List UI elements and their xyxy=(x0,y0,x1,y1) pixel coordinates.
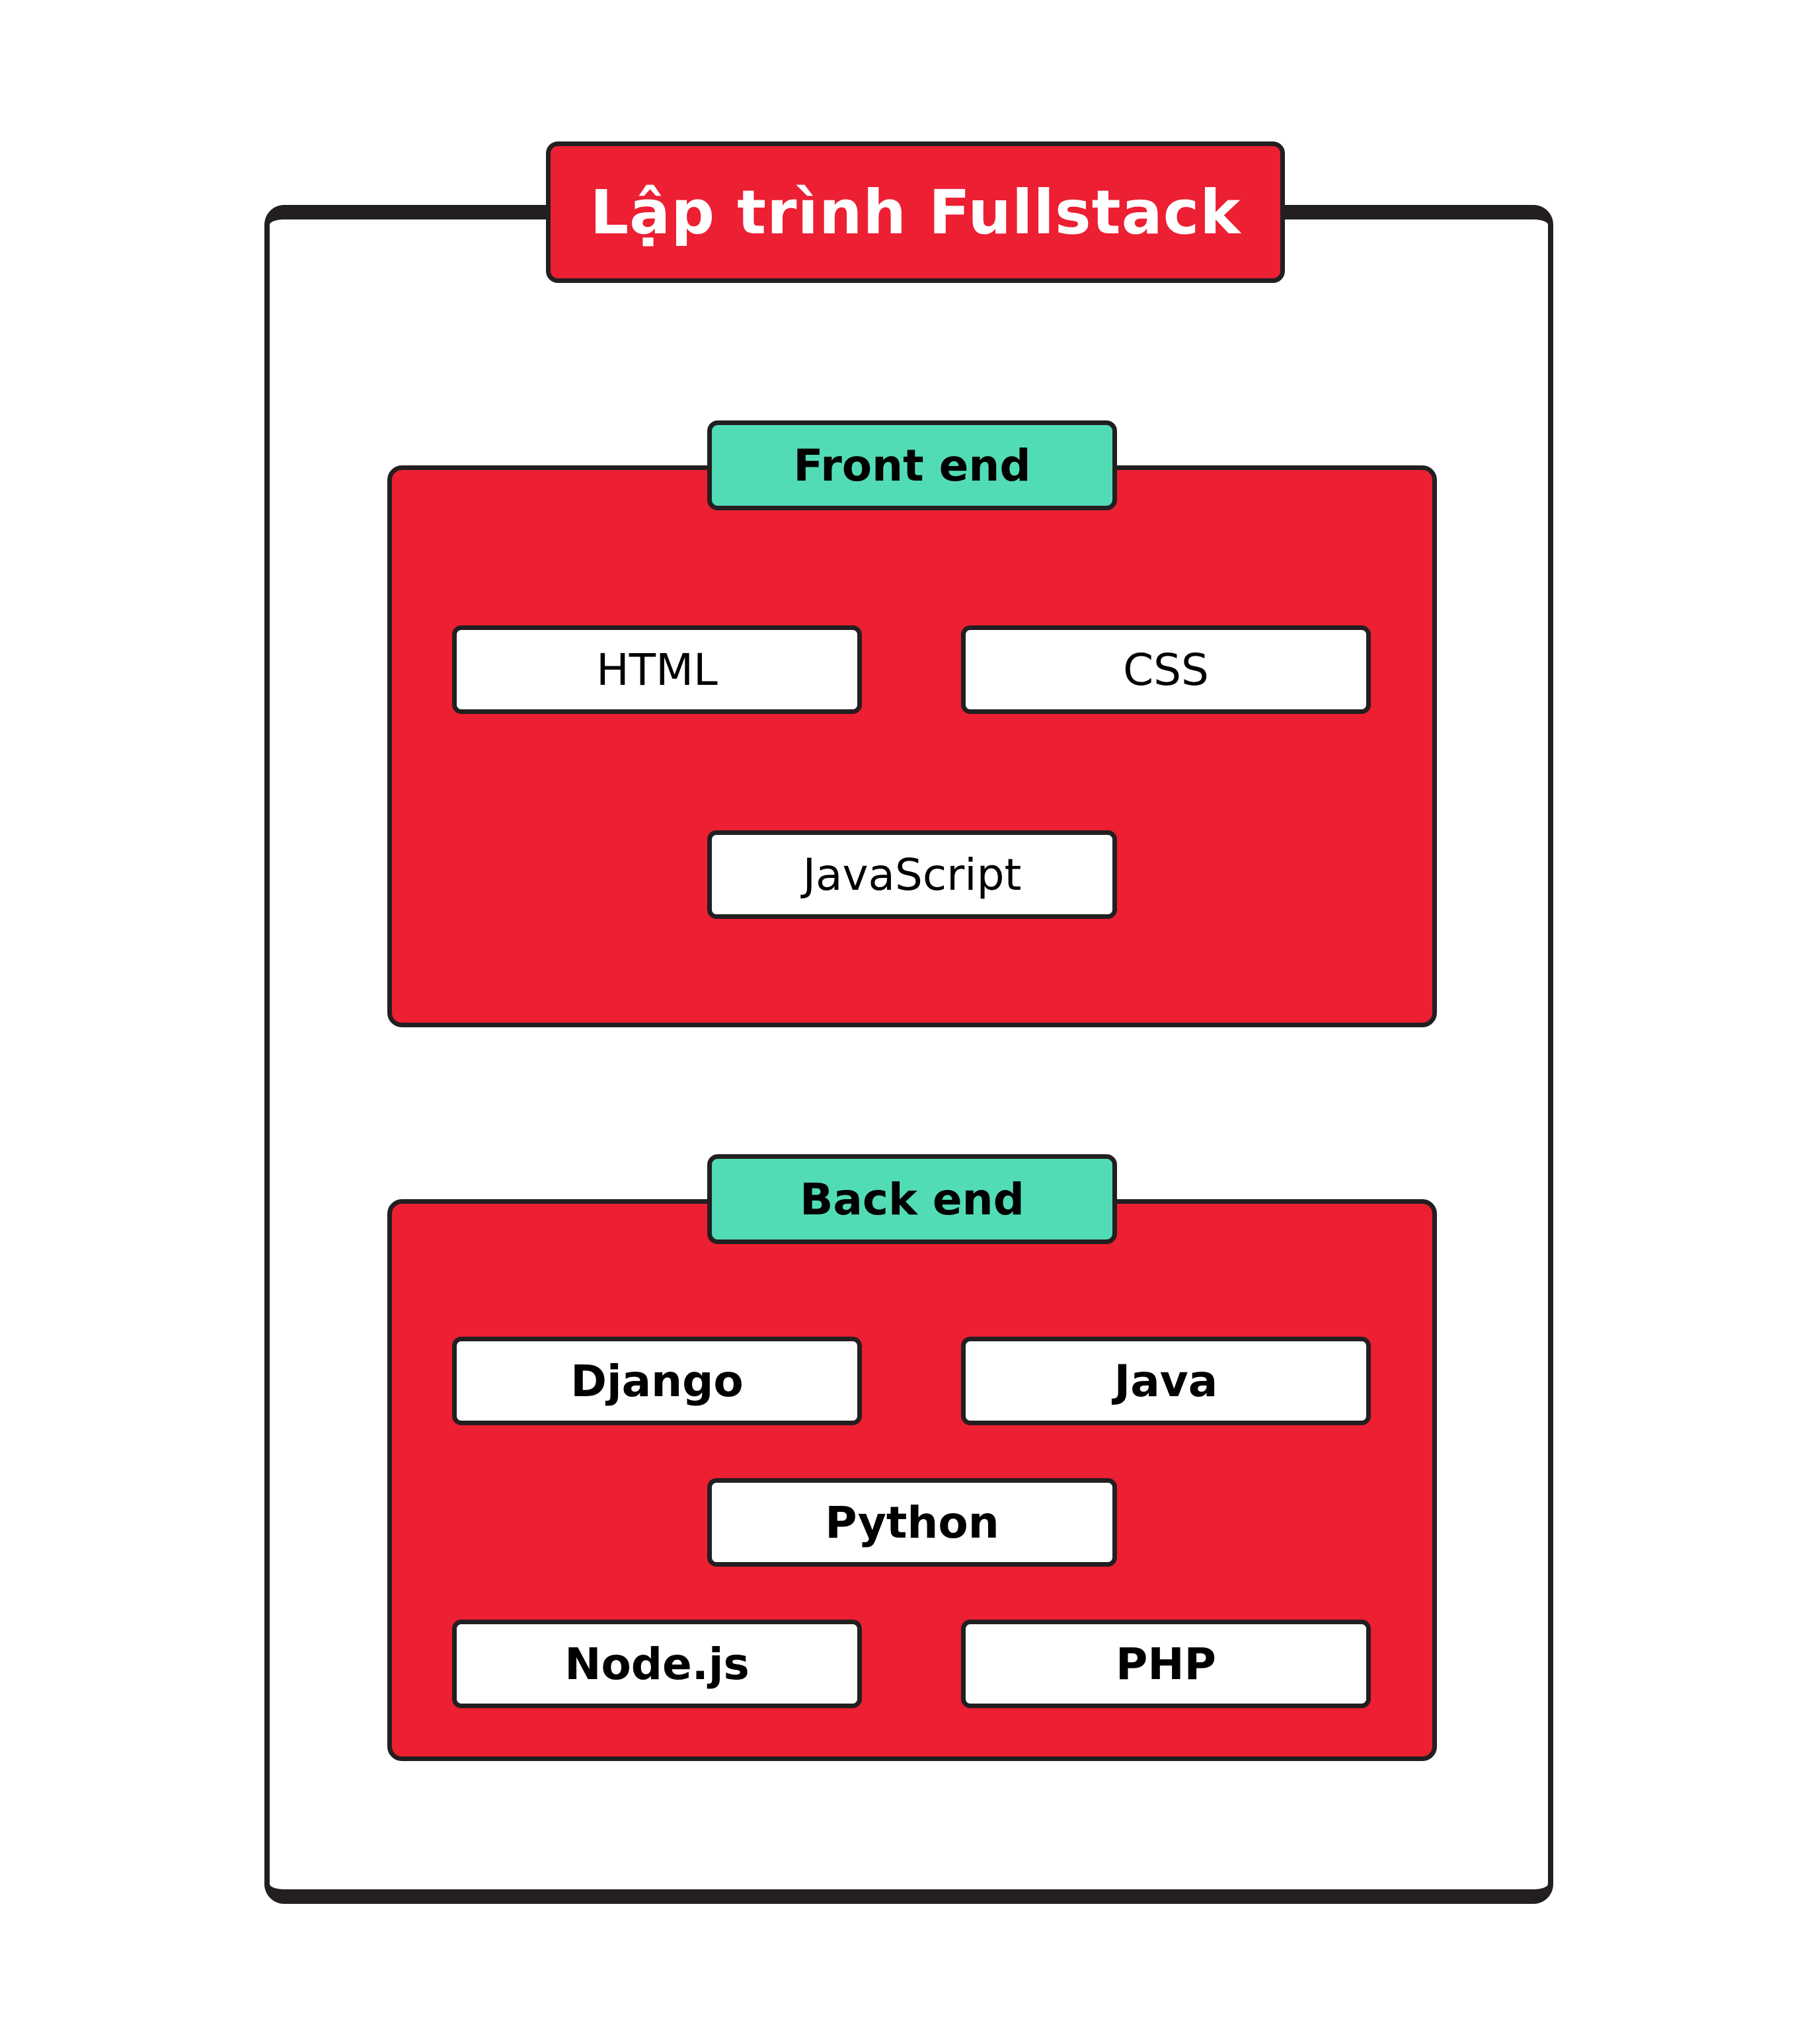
tech-label: CSS xyxy=(1123,644,1209,695)
tech-label: Django xyxy=(570,1355,744,1407)
tech-label: HTML xyxy=(596,644,718,695)
tech-label: JavaScript xyxy=(802,849,1022,900)
front-end-panel xyxy=(387,465,1437,1027)
tech-box-html: HTML xyxy=(452,625,862,714)
back-end-heading-text: Back end xyxy=(800,1173,1024,1225)
page-title-text: Lập trình Fullstack xyxy=(590,177,1241,248)
tech-box-css: CSS xyxy=(961,625,1371,714)
tech-label: Java xyxy=(1114,1355,1218,1407)
tech-label: PHP xyxy=(1116,1638,1216,1690)
tech-box-python: Python xyxy=(707,1478,1117,1567)
tech-box-nodejs: Node.js xyxy=(452,1620,862,1708)
page-title: Lập trình Fullstack xyxy=(546,141,1285,283)
tech-label: Python xyxy=(825,1497,999,1548)
back-end-heading: Back end xyxy=(707,1154,1117,1244)
tech-box-php: PHP xyxy=(961,1620,1371,1708)
tech-box-django: Django xyxy=(452,1337,862,1425)
tech-box-javascript: JavaScript xyxy=(707,830,1117,919)
front-end-heading: Front end xyxy=(707,420,1117,510)
front-end-heading-text: Front end xyxy=(793,440,1031,491)
tech-label: Node.js xyxy=(564,1638,750,1690)
tech-box-java: Java xyxy=(961,1337,1371,1425)
